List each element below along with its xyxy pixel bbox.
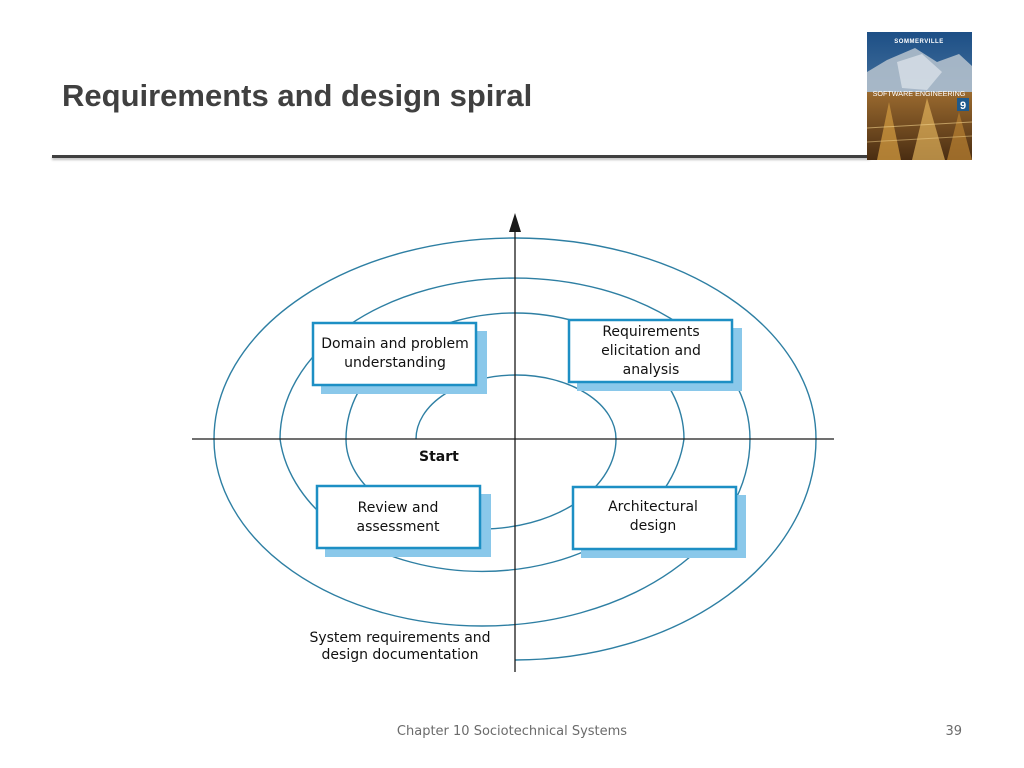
box-architectural-line-2: design bbox=[630, 518, 676, 534]
box-requirements-elicitation: Requirements elicitation and analysis bbox=[567, 318, 742, 391]
box-review-assessment: Review and assessment bbox=[315, 484, 491, 557]
box-domain-line-2: understanding bbox=[344, 355, 446, 371]
footer-chapter: Chapter 10 Sociotechnical Systems bbox=[396, 724, 628, 739]
output-label-line-2: design documentation bbox=[322, 647, 479, 663]
box-requirements-line-2: elicitation and bbox=[601, 343, 701, 359]
box-architectural-line-1: Architectural bbox=[608, 499, 698, 515]
cover-edition: 9 bbox=[960, 100, 966, 112]
book-cover-image: SOMMERVILLE SOFTWARE ENGINEERING 9 bbox=[867, 32, 972, 160]
box-review-line-1: Review and bbox=[358, 500, 439, 516]
slide-title: Requirements and design spiral bbox=[62, 78, 533, 113]
box-review-line-2: assessment bbox=[357, 519, 440, 535]
output-label-line-1: System requirements and bbox=[309, 630, 490, 646]
footer-page-number: 39 bbox=[945, 724, 962, 739]
box-domain-understanding: Domain and problem understanding bbox=[311, 321, 487, 394]
box-requirements-line-1: Requirements bbox=[602, 324, 699, 340]
cover-title: SOFTWARE ENGINEERING bbox=[873, 89, 966, 98]
vertical-axis-arrow bbox=[509, 213, 521, 232]
start-label: Start bbox=[419, 449, 459, 465]
box-requirements-line-3: analysis bbox=[623, 362, 680, 378]
spiral-arc-outer bbox=[213, 277, 751, 627]
box-architectural-design: Architectural design bbox=[571, 485, 746, 558]
spiral-arc-outermost bbox=[213, 237, 817, 661]
cover-author: SOMMERVILLE bbox=[894, 39, 943, 45]
title-underline bbox=[52, 155, 870, 158]
box-domain-line-1: Domain and problem bbox=[321, 336, 469, 352]
